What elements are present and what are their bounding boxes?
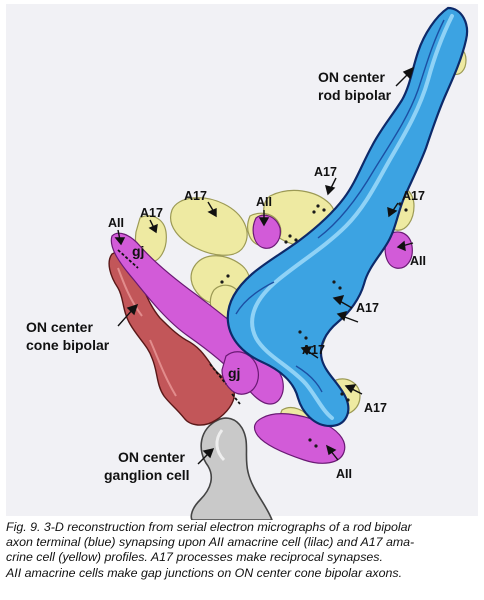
label-arrows (114, 66, 415, 465)
gj-label-lower: gj (228, 365, 240, 381)
a17-label-right-mid: A17 (356, 301, 379, 315)
a17-label-center-low: A17 (302, 343, 325, 357)
a17-label-upper-mid: A17 (184, 189, 207, 203)
gap-junction-markers (117, 249, 241, 405)
retina-reconstruction-diagram: ON center rod bipolar A17 A17 A17 A17 AI… (6, 4, 478, 520)
caption-line-4: AII amacrine cells make gap junctions on… (6, 565, 403, 580)
aii-label-bottom: AII (336, 467, 352, 481)
synapse-dots (220, 202, 408, 448)
aii-label-left: AII (108, 216, 124, 230)
caption-line-3: crine cell (yellow) profiles. A17 proces… (6, 550, 383, 565)
caption-line-2: axon terminal (blue) synapsing upon AII … (6, 535, 415, 550)
gj-label-upper: gj (132, 243, 144, 259)
ganglion-cell (190, 417, 273, 520)
aii-amacrine-cell (110, 214, 413, 464)
cone-bipolar-label-line1: ON center (26, 319, 93, 335)
a17-label-right-low: A17 (364, 401, 387, 415)
ganglion-label-line1: ON center (118, 449, 185, 465)
cone-bipolar-label-line2: cone bipolar (26, 337, 110, 353)
aii-label-right: AII (410, 254, 426, 268)
aii-label-top-mid: AII (256, 195, 272, 209)
rod-bipolar-label-line1: ON center (318, 69, 385, 85)
figure-caption: Fig. 9. 3-D reconstruction from serial e… (6, 520, 480, 581)
a17-label-left: A17 (140, 206, 163, 220)
rod-bipolar-label-line2: rod bipolar (318, 87, 392, 103)
caption-line-1: Fig. 9. 3-D reconstruction from serial e… (6, 520, 412, 534)
rod-bipolar-axon (226, 6, 469, 428)
cone-bipolar-axon (108, 249, 235, 426)
a17-label-top: A17 (314, 165, 337, 179)
a17-label-right-top: A17 (402, 189, 425, 203)
ganglion-label-line2: ganglion cell (104, 467, 190, 483)
diagram-labels: ON center rod bipolar A17 A17 A17 A17 AI… (26, 69, 426, 483)
